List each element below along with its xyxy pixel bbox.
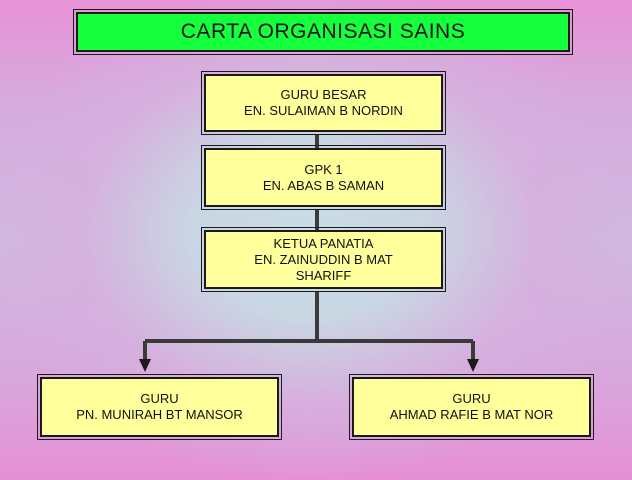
- node-ketua-panitia: KETUA PANATIA EN. ZAINUDDIN B MAT SHARIF…: [201, 227, 446, 292]
- node-role: GURU: [452, 391, 491, 406]
- node-role: KETUA PANATIA: [273, 235, 374, 251]
- node-role: GURU: [140, 391, 179, 406]
- node-person-name-line1: EN. ZAINUDDIN B MAT: [254, 251, 393, 267]
- node-gpk: GPK 1 EN. ABAS B SAMAN: [201, 145, 446, 210]
- node-person-name: PN. MUNIRAH BT MANSOR: [76, 407, 243, 422]
- node-person-name: EN. SULAIMAN B NORDIN: [244, 103, 403, 118]
- node-guru-left: GURU PN. MUNIRAH BT MANSOR: [37, 374, 282, 440]
- node-person-name: AHMAD RAFIE B MAT NOR: [389, 407, 554, 422]
- node-role: GPK 1: [304, 161, 343, 177]
- arrowhead-right: [467, 359, 479, 372]
- chart-title-box: CARTA ORGANISASI SAINS: [73, 9, 573, 55]
- node-person-name: EN. ABAS B SAMAN: [262, 177, 385, 193]
- chart-title: CARTA ORGANISASI SAINS: [180, 20, 466, 43]
- node-guru-right: GURU AHMAD RAFIE B MAT NOR: [349, 374, 594, 440]
- node-role: GURU BESAR: [280, 87, 367, 102]
- node-guru-besar: GURU BESAR EN. SULAIMAN B NORDIN: [201, 71, 446, 135]
- node-person-name-line2: SHARIFF: [295, 267, 352, 283]
- arrowhead-left: [139, 359, 151, 372]
